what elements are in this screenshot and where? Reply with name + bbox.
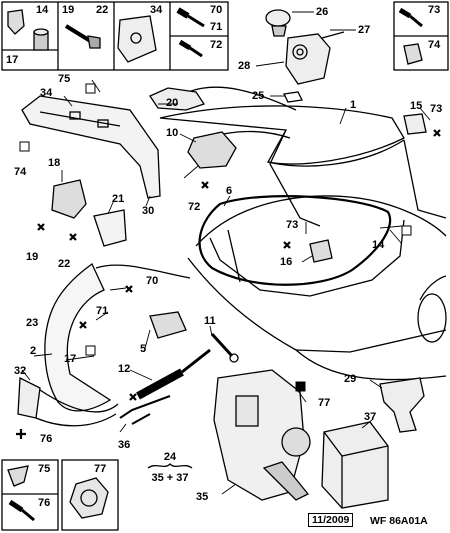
- callout-10: 10: [166, 127, 179, 139]
- callout-75: 75: [58, 73, 71, 85]
- push-switch-icon: [379, 377, 425, 433]
- screw-icon: [178, 39, 203, 58]
- footer-code: WF 86A01A: [370, 515, 428, 527]
- striker-icon: [51, 179, 87, 219]
- switch-icon: [403, 113, 427, 135]
- callout-73: 73: [428, 4, 441, 16]
- callout-16: 16: [280, 256, 293, 268]
- inset-grid-bottom-left: [1, 459, 59, 531]
- callout-72: 72: [210, 39, 223, 51]
- callout-37: 37: [364, 411, 377, 423]
- callout-5: 5: [140, 343, 147, 355]
- callout-6: 6: [226, 185, 233, 197]
- marker-squares: [19, 83, 412, 392]
- callout-71-hinge: 71: [96, 305, 109, 317]
- clip-nut-icon: [7, 9, 25, 35]
- callout-1: 1: [350, 99, 357, 111]
- callout-17-arm: 17: [64, 353, 77, 365]
- callout-20: 20: [166, 97, 179, 109]
- brace-icon: [147, 463, 193, 469]
- marker-crosses: [16, 129, 441, 439]
- callout-28: 28: [238, 60, 251, 72]
- inset-grid-top-right: [393, 1, 449, 71]
- flange-nut-icon: [69, 477, 109, 519]
- callout-73-trunk: 73: [286, 219, 299, 231]
- motor-assembly-icon: [213, 369, 311, 501]
- callout-24: 24: [163, 451, 177, 463]
- callout-73-lid: 73: [430, 103, 443, 115]
- callout-30: 30: [142, 205, 155, 217]
- clip-plate-icon: [117, 15, 157, 63]
- plug-icon: [403, 43, 423, 65]
- callout-26: 26: [316, 6, 329, 18]
- bolt-icon: [64, 24, 101, 49]
- callout-12: 12: [118, 363, 131, 375]
- bracket-plate-icon: [93, 209, 127, 247]
- callout-17: 17: [6, 54, 19, 66]
- push-rivet-icon: [7, 465, 29, 487]
- screw-icon: [398, 7, 423, 28]
- callout-70-hinge: 70: [146, 275, 159, 287]
- callout-76: 76: [40, 433, 53, 445]
- control-unit-icon: [321, 421, 389, 509]
- callout-22-bracket: 22: [58, 258, 71, 270]
- callout-19: 19: [62, 4, 75, 16]
- trunk-trim-panel-icon: [21, 95, 161, 199]
- callout-18: 18: [48, 157, 61, 169]
- callout-71: 71: [210, 21, 223, 33]
- callout-25: 25: [252, 90, 265, 102]
- callout-15: 15: [410, 100, 423, 112]
- lock-housing-icon: [285, 31, 345, 85]
- callout-34-panel: 34: [40, 87, 53, 99]
- callout-77-inset: 77: [94, 463, 107, 475]
- callout-35: 35: [196, 491, 209, 503]
- callout-19-striker: 19: [26, 251, 39, 263]
- callout-21: 21: [112, 193, 125, 205]
- screw-icon: [8, 499, 35, 522]
- callout-23: 23: [26, 317, 39, 329]
- callout-74: 74: [428, 39, 441, 51]
- leader-lines: [21, 11, 431, 495]
- hinge-bracket-icon: [149, 87, 206, 111]
- callout-75-inset: 75: [38, 463, 51, 475]
- screw-pair-icon: [119, 395, 171, 425]
- callout-77: 77: [318, 397, 331, 409]
- date-label: 11/2009: [308, 513, 354, 527]
- screw-icon: [176, 7, 205, 28]
- footer-date: 11/2009: [308, 513, 354, 527]
- lock-cylinder-icon: [265, 9, 291, 37]
- rubber-stop-icon: [33, 28, 49, 51]
- callout-32: 32: [14, 365, 27, 377]
- callout-70: 70: [210, 4, 223, 16]
- pin-icon: [210, 332, 239, 363]
- seal-icon: [283, 91, 303, 103]
- hinge-arm-icon: [44, 263, 112, 412]
- callout-34: 34: [150, 4, 163, 16]
- callout-14-body: 14: [372, 239, 385, 251]
- module-icon: [309, 239, 333, 263]
- callout-29: 29: [344, 373, 357, 385]
- callout-11: 11: [204, 315, 216, 327]
- hinge-mount-icon: [149, 311, 187, 339]
- car-body-outline: [159, 105, 447, 381]
- callout-27: 27: [358, 24, 371, 36]
- callout-35-37: 35 + 37: [151, 472, 189, 484]
- inset-grid-bottom-middle: [61, 459, 119, 531]
- trim-cover-icon: [17, 376, 119, 427]
- callout-36: 36: [118, 439, 131, 451]
- callout-22: 22: [96, 4, 109, 16]
- callout-74-trim: 74: [14, 166, 27, 178]
- callout-14: 14: [36, 4, 49, 16]
- inset-grid-top-left: [1, 1, 229, 71]
- callout-72-lock: 72: [188, 201, 201, 213]
- trunk-lock-icon: [187, 131, 237, 169]
- gas-strut-icon: [136, 348, 211, 400]
- callout-2: 2: [30, 345, 37, 357]
- trunk-seal-icon: [198, 195, 392, 286]
- callout-76-inset: 76: [38, 497, 51, 509]
